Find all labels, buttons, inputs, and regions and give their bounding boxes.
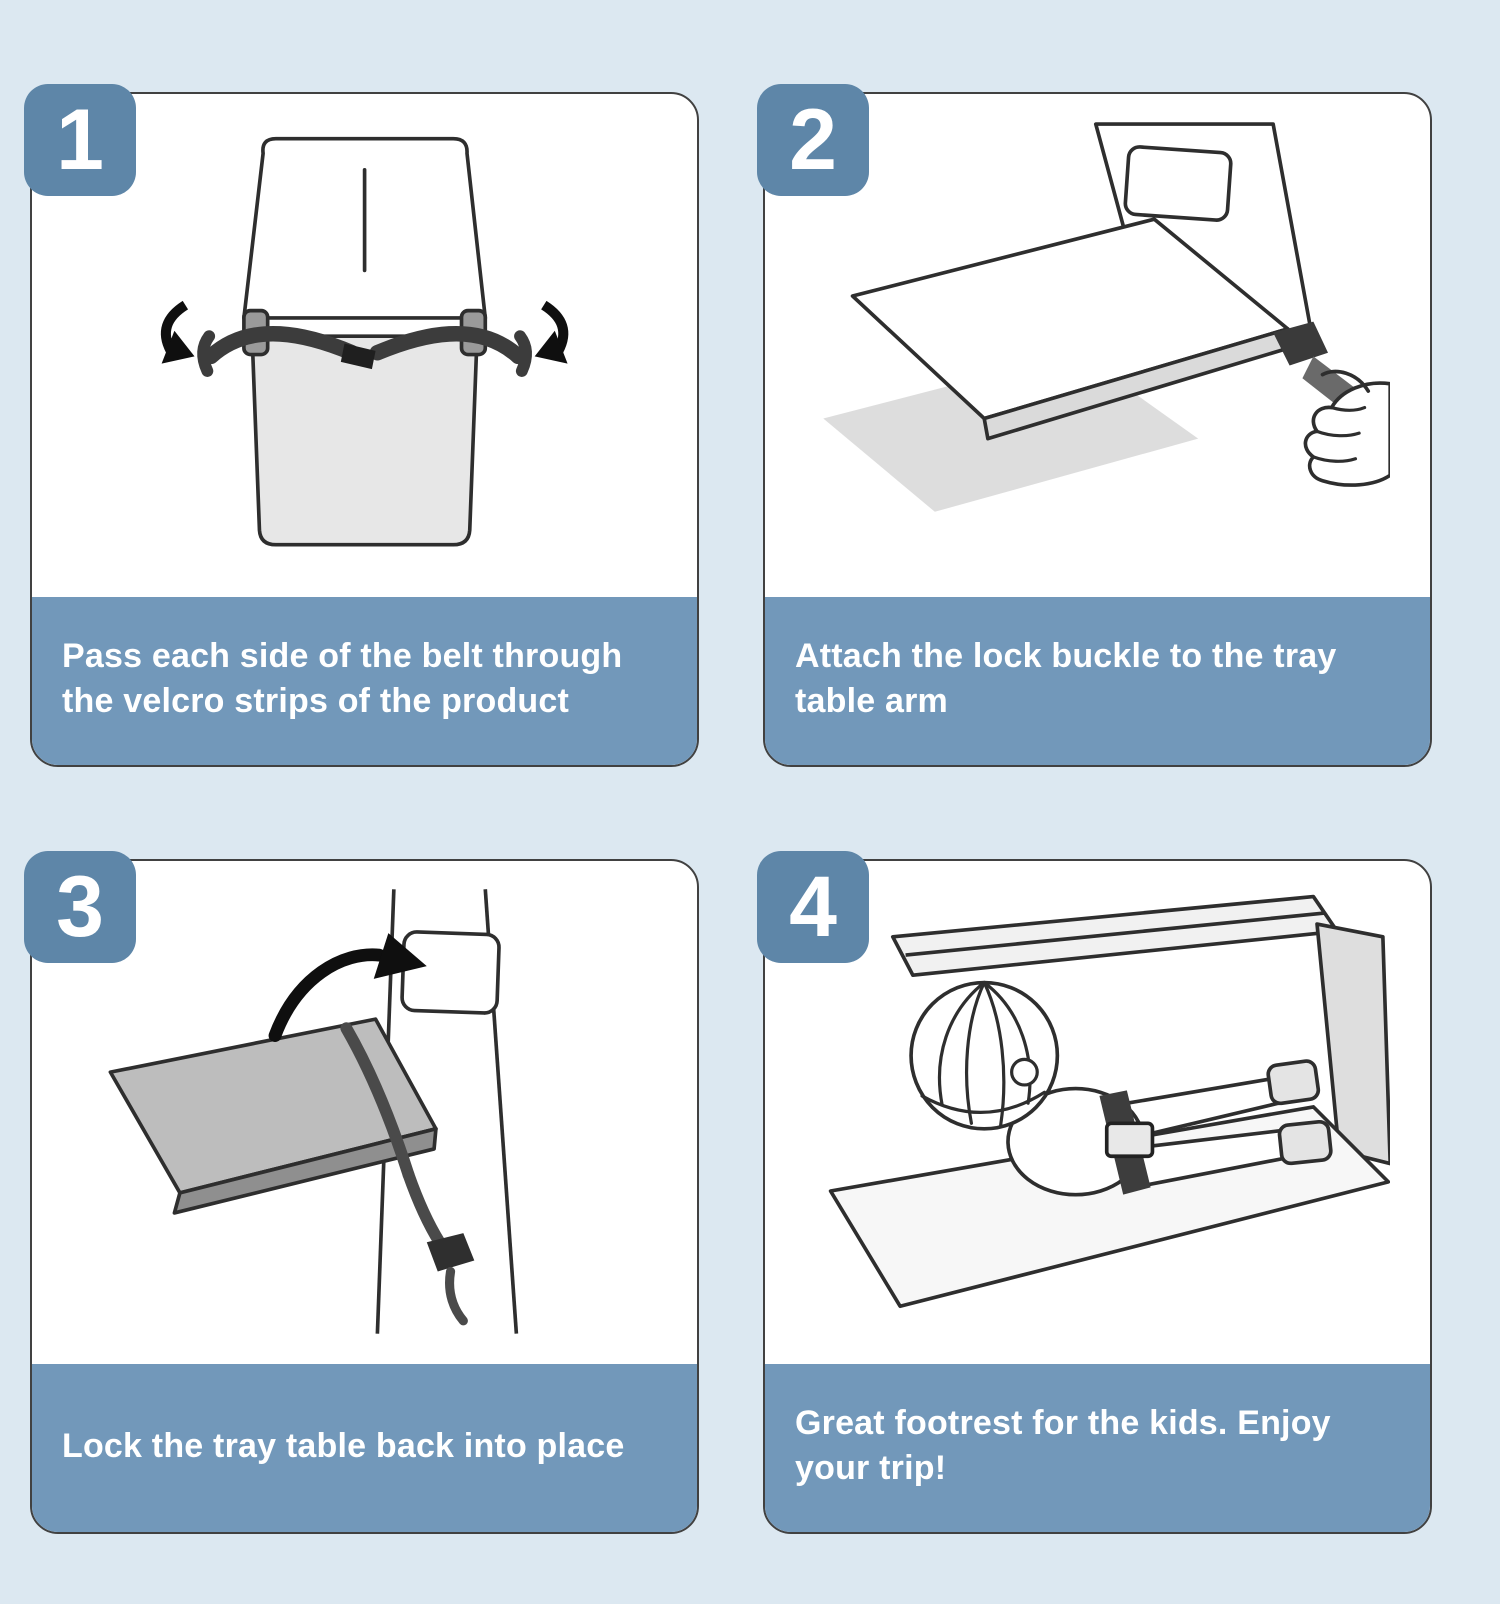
step-number-badge: 1 bbox=[24, 84, 136, 196]
step-number: 2 bbox=[789, 91, 837, 188]
step-number: 4 bbox=[789, 858, 837, 955]
seat-belt-velcro-illustration bbox=[32, 94, 697, 597]
step-card-2: 2 Attach the lock buckle to the tray tab… bbox=[757, 84, 1432, 767]
step-card-1: 1 Pass bbox=[24, 84, 699, 767]
step-number: 3 bbox=[56, 858, 104, 955]
step-caption-text: Attach the lock buckle to the tray table… bbox=[795, 637, 1337, 720]
step-caption-bar: Attach the lock buckle to the tray table… bbox=[765, 597, 1430, 765]
tray-table-folding-icon bbox=[108, 889, 519, 1334]
child-on-footrest-icon bbox=[828, 894, 1391, 1309]
hand-attaching-buckle-icon bbox=[823, 122, 1391, 512]
step-caption-bar: Great footrest for the kids. Enjoy your … bbox=[765, 1364, 1430, 1532]
step-caption-bar: Lock the tray table back into place bbox=[32, 1364, 697, 1532]
tray-buckle-illustration bbox=[765, 94, 1430, 597]
step-number: 1 bbox=[56, 91, 104, 188]
step-number-badge: 3 bbox=[24, 851, 136, 963]
tray-fold-illustration bbox=[32, 861, 697, 1364]
step-caption-bar: Pass each side of the belt through the v… bbox=[32, 597, 697, 765]
step-caption-text: Lock the tray table back into place bbox=[62, 1426, 625, 1465]
step-card-3: 3 Lock the tray table back into p bbox=[24, 851, 699, 1534]
baby-footrest-illustration bbox=[765, 861, 1430, 1364]
step-caption-text: Great footrest for the kids. Enjoy your … bbox=[795, 1404, 1331, 1487]
step-card-4: 4 bbox=[757, 851, 1432, 1534]
step-number-badge: 2 bbox=[757, 84, 869, 196]
seat-back-with-belt-icon bbox=[160, 137, 569, 547]
step-number-badge: 4 bbox=[757, 851, 869, 963]
step-caption-text: Pass each side of the belt through the v… bbox=[62, 637, 623, 720]
